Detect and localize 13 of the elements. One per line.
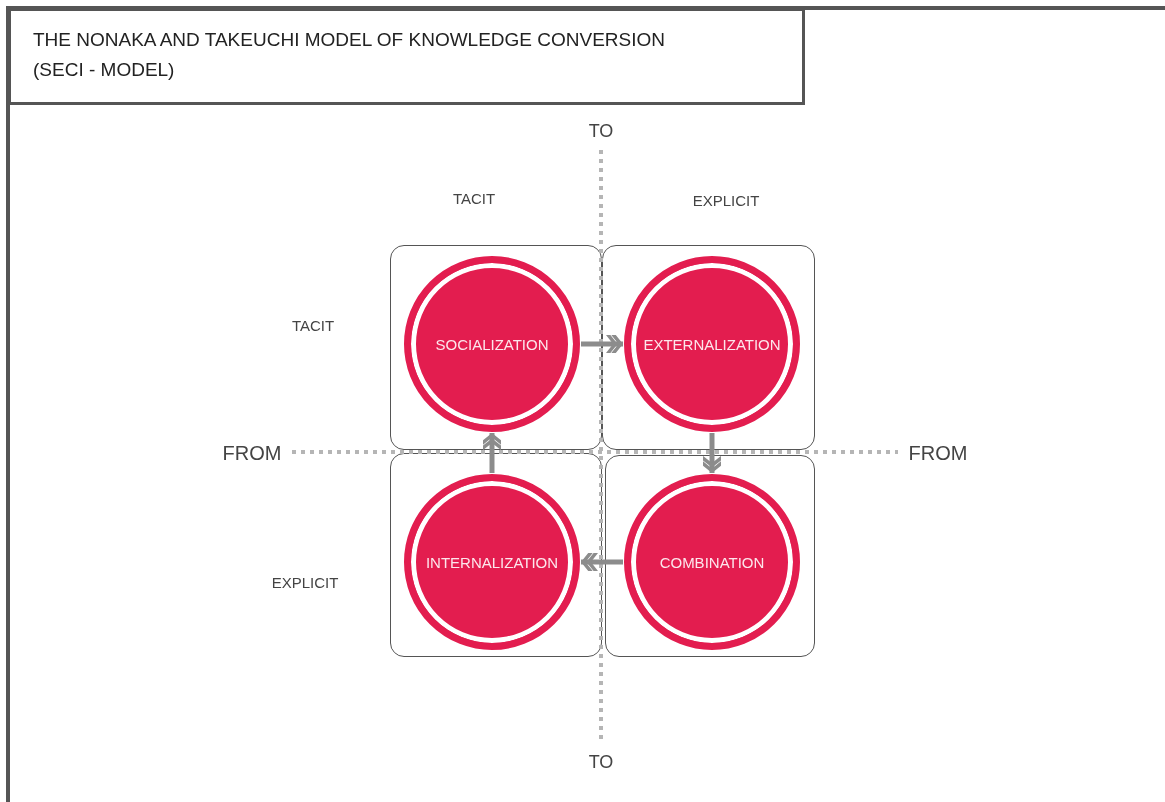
node-label: COMBINATION <box>659 553 765 571</box>
axis-label: TO <box>588 751 614 773</box>
axis-label: EXPLICIT <box>692 191 760 209</box>
axis-label: FROM <box>222 441 282 465</box>
node-label: EXTERNALIZATION <box>643 335 781 353</box>
axis-label: TO <box>588 120 614 142</box>
diagram-title: THE NONAKA AND TAKEUCHI MODEL OF KNOWLEDGE CONVERSION (SECI - MODEL) <box>10 10 805 105</box>
node-label: SOCIALIZATION <box>435 335 549 353</box>
axis-label: TACIT <box>452 189 496 207</box>
axis-label: FROM <box>908 441 968 465</box>
node-label: INTERNALIZATION <box>425 553 559 571</box>
axis-label: TACIT <box>291 316 335 334</box>
axis-label: EXPLICIT <box>271 573 339 591</box>
